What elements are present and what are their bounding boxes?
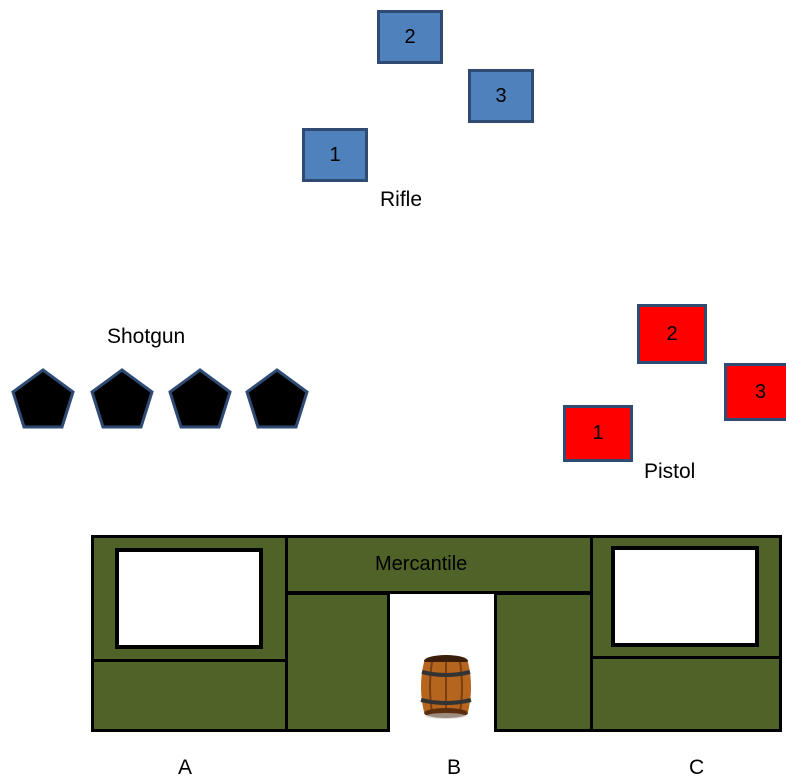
shotgun-target-pentagon xyxy=(168,368,232,429)
mercantile-sign: Mercantile xyxy=(375,553,468,575)
pistol-target-2: 2 xyxy=(637,304,707,364)
building-pillar-right xyxy=(494,592,593,732)
pistol-label: Pistol xyxy=(644,460,696,483)
pistol-target-1-label: 1 xyxy=(592,422,604,444)
rifle-target-2: 2 xyxy=(377,10,443,64)
building-right-lower xyxy=(590,656,782,732)
mercantile-sign-wall xyxy=(285,535,593,594)
pistol-target-1: 1 xyxy=(563,405,633,462)
rifle-target-3-label: 3 xyxy=(495,84,507,107)
building-pillar-left xyxy=(285,592,390,732)
position-label-b: B xyxy=(447,756,462,779)
shotgun-label: Shotgun xyxy=(107,325,186,348)
rifle-target-3: 3 xyxy=(468,69,534,123)
pistol-target-3-label: 3 xyxy=(754,380,767,403)
rifle-target-1: 1 xyxy=(302,128,368,182)
barrel-icon xyxy=(420,655,472,719)
rifle-target-1-label: 1 xyxy=(329,143,341,166)
position-label-a: A xyxy=(178,756,193,779)
building-left-lower xyxy=(91,659,288,732)
rifle-target-2-label: 2 xyxy=(404,25,416,48)
pistol-target-2-label: 2 xyxy=(666,322,678,345)
shotgun-target-pentagon xyxy=(90,368,154,429)
rifle-label: Rifle xyxy=(380,188,423,211)
pistol-target-3: 3 xyxy=(724,363,786,421)
window-left xyxy=(115,548,263,649)
shotgun-target-pentagon xyxy=(245,368,309,429)
shotgun-target-pentagon xyxy=(11,368,75,429)
window-right xyxy=(611,546,759,647)
position-label-c: C xyxy=(689,756,705,779)
